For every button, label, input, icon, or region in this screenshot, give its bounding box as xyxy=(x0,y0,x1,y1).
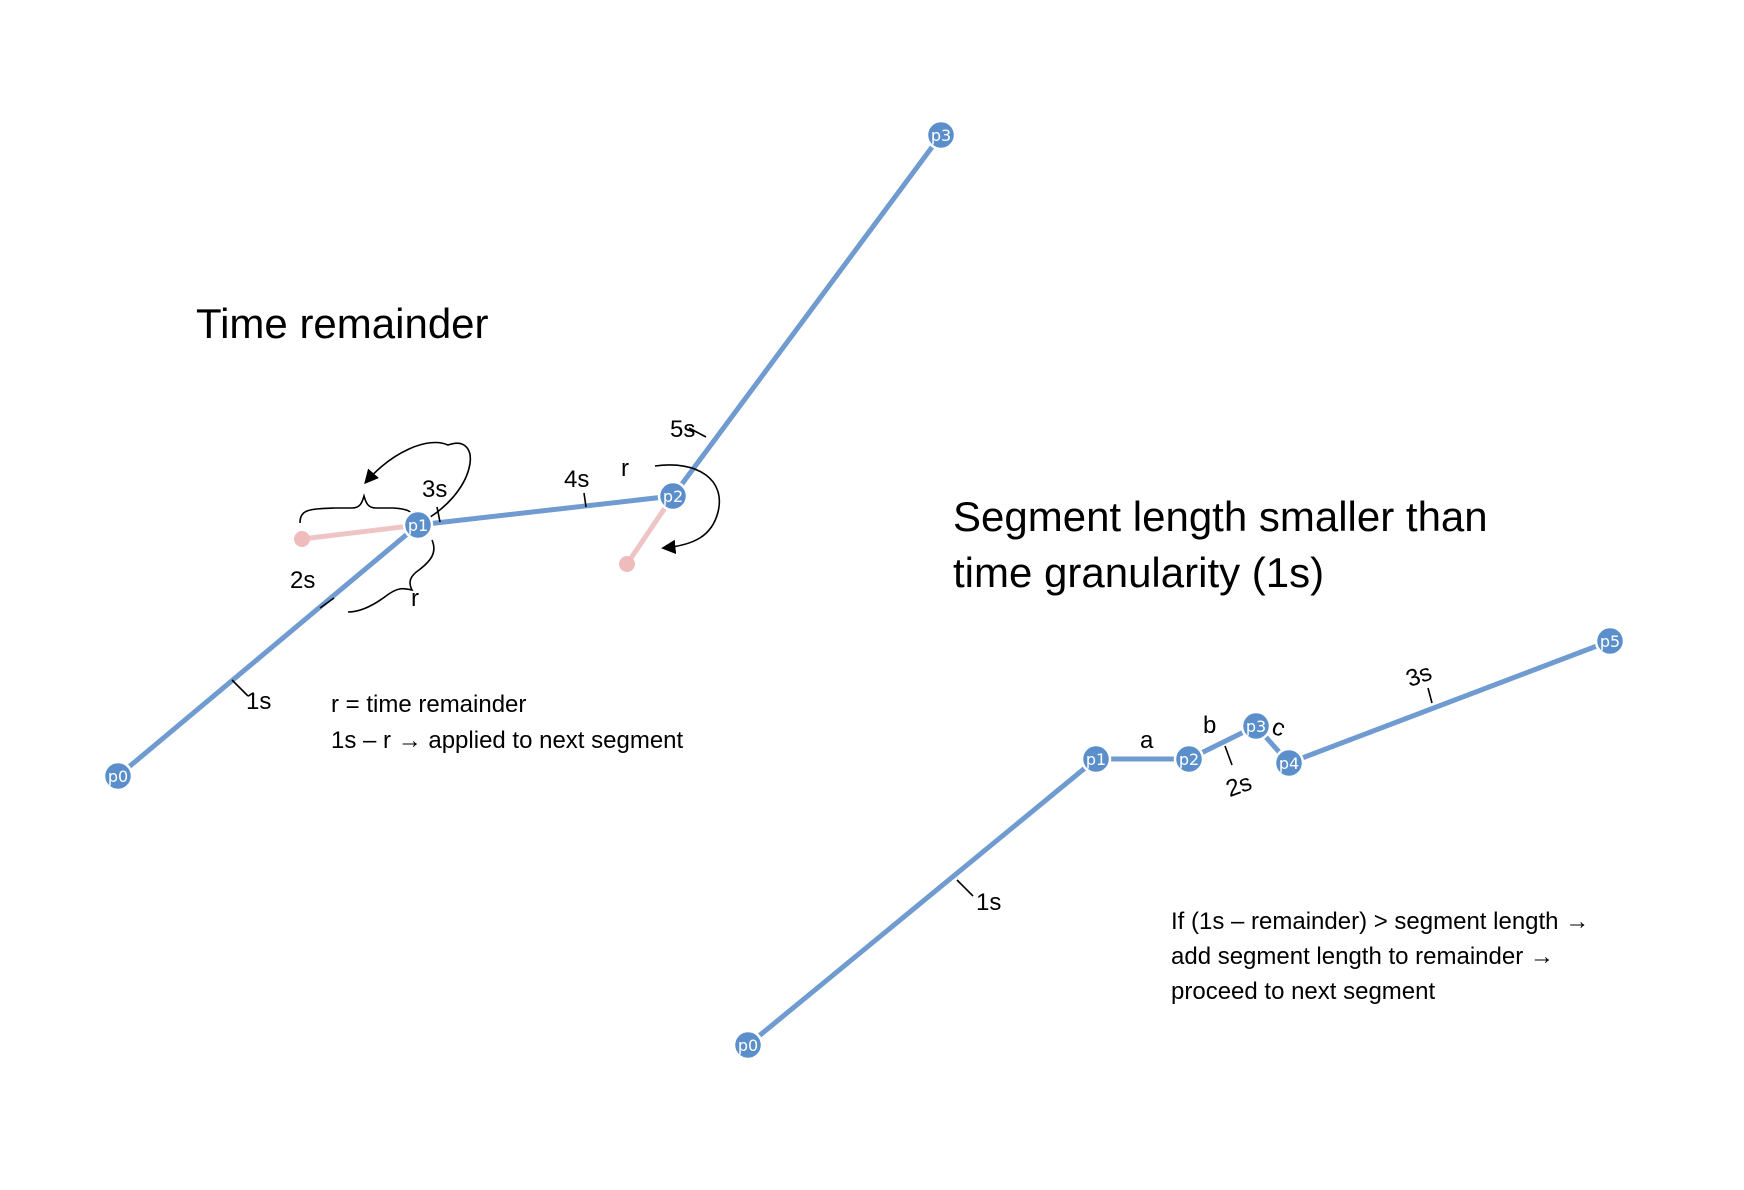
node-p2: p2 xyxy=(1173,743,1205,775)
remainder-label-right: r xyxy=(621,455,629,482)
node-p3: p3 xyxy=(1240,710,1272,742)
ghost-point-p1 xyxy=(294,531,310,547)
node-label-p3: p3 xyxy=(1246,717,1266,736)
tick-1s xyxy=(231,679,249,697)
right-note-line1: If (1s – remainder) > segment length → xyxy=(1171,908,1589,935)
tick-label-1s: 1s xyxy=(976,889,1001,916)
tick-4s xyxy=(583,492,587,508)
right-diagram: Segment length smaller than time granula… xyxy=(732,493,1626,1061)
segment-p2-p3 xyxy=(670,132,944,499)
node-p1: p1 xyxy=(402,509,434,541)
rollback-arrow-p1 xyxy=(364,441,472,525)
tick-label-4s: 4s xyxy=(564,466,589,493)
node-label-p3: p3 xyxy=(931,126,951,145)
node-label-p0: p0 xyxy=(738,1036,758,1055)
tick-3s xyxy=(1427,687,1433,704)
left-note-line2: 1s – r → applied to next segment xyxy=(331,727,684,754)
node-label-p1: p1 xyxy=(1086,750,1106,769)
ghost-segment-p1 xyxy=(299,522,421,542)
brace-top xyxy=(299,493,415,524)
node-p4: p4 xyxy=(1273,747,1305,779)
tick-label-2s: 2s xyxy=(290,567,315,594)
segment-label-b: b xyxy=(1203,712,1216,739)
tick-3s xyxy=(436,506,441,523)
left-diagram: Time remainder 1s 2s 3s 4s 5s r r p0 xyxy=(102,119,957,792)
remainder-label-bottom: r xyxy=(411,585,419,612)
node-p5: p5 xyxy=(1594,625,1626,657)
node-label-p2: p2 xyxy=(663,487,683,506)
rollback-arrow-p2 xyxy=(654,464,721,555)
right-note-line2: add segment length to remainder → xyxy=(1171,943,1554,970)
brace-bottom xyxy=(347,539,435,613)
tick-5s xyxy=(688,427,707,438)
tick-label-3s: 3s xyxy=(422,476,447,503)
right-title-line2: time granularity (1s) xyxy=(953,549,1324,596)
segment-p0-p1 xyxy=(115,522,421,779)
tick-label-1s: 1s xyxy=(246,688,271,715)
tick-label-2s: 2s xyxy=(1222,769,1255,803)
node-p0: p0 xyxy=(102,760,134,792)
segment-label-c: c xyxy=(1268,713,1289,742)
left-note-line1: r = time remainder xyxy=(331,691,526,718)
tick-label-3s: 3s xyxy=(1402,659,1435,693)
node-p2: p2 xyxy=(657,480,689,512)
right-title-line1: Segment length smaller than xyxy=(953,493,1488,540)
tick-2s xyxy=(319,597,335,609)
segment-p1-p2 xyxy=(415,493,676,528)
segment-p0-p1 xyxy=(745,756,1099,1048)
node-label-p0: p0 xyxy=(108,767,128,786)
tick-2s xyxy=(1224,745,1233,766)
node-p1: p1 xyxy=(1080,743,1112,775)
right-note-line3: proceed to next segment xyxy=(1171,978,1435,1005)
tick-1s xyxy=(956,879,974,897)
ghost-point-p2 xyxy=(619,556,635,572)
left-title: Time remainder xyxy=(196,300,489,347)
node-label-p4: p4 xyxy=(1279,754,1299,773)
tick-label-5s: 5s xyxy=(670,416,695,443)
node-label-p2: p2 xyxy=(1179,750,1199,769)
segment-label-a: a xyxy=(1140,727,1154,754)
node-label-p1: p1 xyxy=(408,516,428,535)
node-label-p5: p5 xyxy=(1600,632,1620,651)
segment-p4-p5 xyxy=(1286,638,1613,766)
node-p3: p3 xyxy=(925,119,957,151)
node-p0: p0 xyxy=(732,1029,764,1061)
